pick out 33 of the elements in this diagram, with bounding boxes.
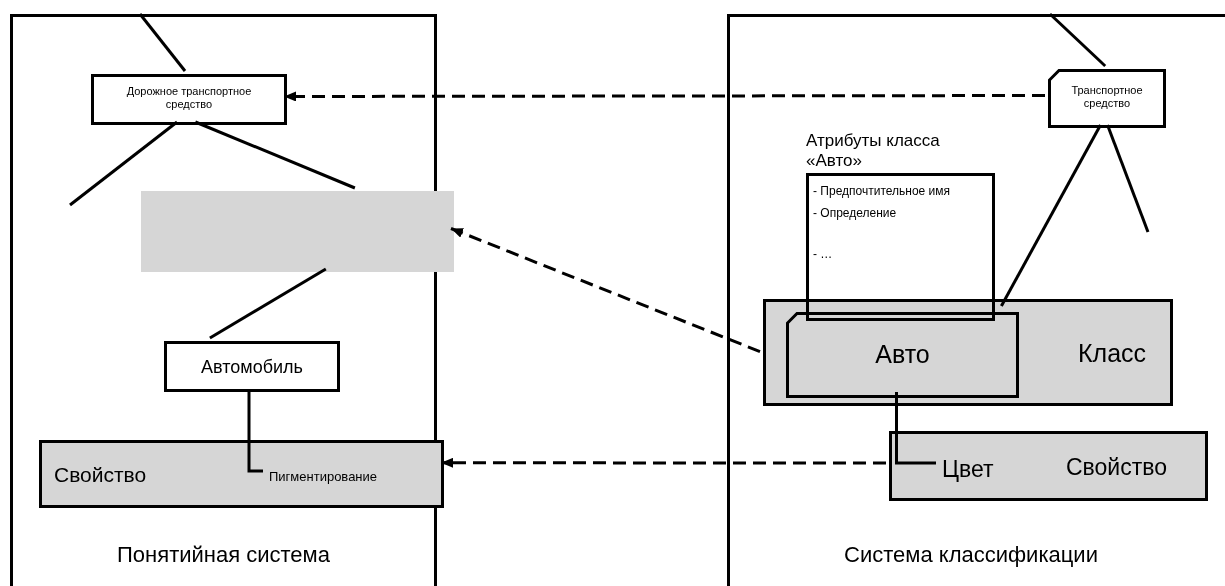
arrow <box>450 227 761 353</box>
class-label: Авто <box>874 340 931 369</box>
shaded-block <box>141 191 454 272</box>
property-value-label: Цвет <box>942 455 995 484</box>
attribute-item: - … <box>813 248 834 262</box>
concept-box <box>164 341 340 392</box>
class-label: Транспортное средство <box>1070 84 1144 110</box>
attribute-heading: Атрибуты класса «Авто» <box>806 131 941 171</box>
arrow <box>284 91 1045 102</box>
connector-line <box>1106 124 1150 233</box>
attribute-item: - Предпочтительное имя <box>813 185 952 199</box>
connector-line <box>194 120 356 190</box>
connector-line <box>1048 12 1107 68</box>
property-band <box>889 431 1208 501</box>
property-value-label: Пигментирование <box>269 468 379 486</box>
connector-line <box>209 267 327 340</box>
connector-line <box>138 13 187 72</box>
band-label: Свойство <box>1066 454 1168 481</box>
arrow <box>441 457 886 468</box>
connector-line <box>69 120 178 207</box>
concept-label: Автомобиль <box>200 357 304 378</box>
panel-title: Система классификации <box>843 542 1099 568</box>
panel-title: Понятийная система <box>116 542 331 568</box>
class-band <box>763 299 1173 406</box>
property-band <box>39 440 444 508</box>
attribute-item: - Определение <box>813 207 898 221</box>
concept-label: Дорожное транспортное средство <box>125 85 253 111</box>
system-panel <box>727 14 1225 586</box>
connector-line <box>895 392 936 465</box>
concept-box <box>91 74 287 125</box>
band-label: Свойство <box>54 463 148 488</box>
connector-line <box>247 389 263 473</box>
band-label: Класс <box>1078 339 1148 368</box>
